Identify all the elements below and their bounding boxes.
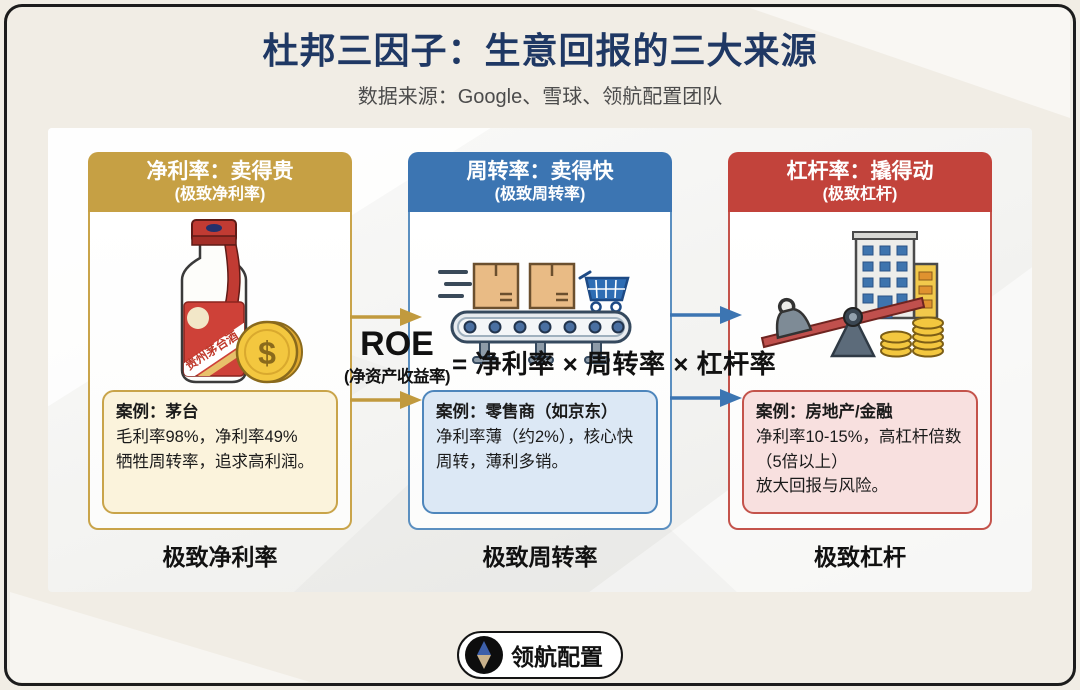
case-line: 毛利率98%，净利率49% (116, 427, 298, 446)
card-header: 杠杆率：撬得动 (极致杠杆) (728, 152, 992, 212)
page-title: 杜邦三因子：生意回报的三大来源 (262, 31, 818, 71)
background-facet (10, 592, 310, 682)
roe-note: (净资产收益率) (344, 367, 451, 386)
card-header-line1: 周转率：卖得快 (466, 160, 614, 184)
card-header: 净利率：卖得贵 (极致净利率) (88, 152, 352, 212)
card-header: 周转率：卖得快 (极致周转率) (408, 152, 672, 212)
card-header-line2: (极致杠杆) (822, 186, 898, 204)
brand-logo-diamond-icon (464, 635, 504, 675)
svg-text:$: $ (258, 335, 276, 371)
card-leverage: 杠杆率：撬得动 (极致杠杆) (728, 152, 992, 570)
case-title: 案例：房地产/金融 (756, 403, 893, 421)
blue-arrow-top-icon (670, 306, 742, 324)
case-box: 案例：房地产/金融 净利率10-15%，高杠杆倍数 （5倍以上） 放大回报与风险… (742, 390, 978, 514)
case-line: （5倍以上） (756, 452, 848, 471)
case-line: 牺牲周转率，追求高利润。 (116, 452, 314, 471)
case-title: 案例：茅台 (116, 403, 199, 421)
card-footer-label: 极致杠杆 (814, 544, 906, 570)
card-footer-label: 极致净利率 (162, 544, 278, 570)
roe-equation: = 净利率 × 周转率 × 杠杆率 (452, 349, 777, 379)
brand-logo-text: 领航配置 (511, 645, 603, 670)
case-box: 案例：零售商（如京东） 净利率薄（约2%），核心快 周转，薄利多销。 (422, 390, 658, 514)
brand-logo: 领航配置 (457, 631, 623, 679)
case-line: 净利率10-15%，高杠杆倍数 (756, 427, 962, 446)
case-line: 周转，薄利多销。 (436, 452, 568, 471)
card-header-line2: (极致净利率) (174, 186, 266, 204)
card-footer-label: 极致周转率 (482, 544, 598, 570)
card-header-line1: 杠杆率：撬得动 (786, 160, 934, 184)
card-header-line1: 净利率：卖得贵 (146, 160, 294, 184)
case-box: 案例：茅台 毛利率98%，净利率49% 牺牲周转率，追求高利润。 (102, 390, 338, 514)
card-header-line2: (极致周转率) (494, 186, 586, 204)
case-line: 净利率薄（约2%），核心快 (436, 427, 634, 446)
card-body: 贵州茅台酒 $ 案例：茅台 毛利率98%，净利率49% 牺牲周转率，追求高利润。 (88, 212, 352, 530)
case-title: 案例：零售商（如京东） (436, 403, 618, 421)
card-net-margin: 净利率：卖得贵 (极致净利率) 贵州茅台酒 (88, 152, 352, 570)
roe-block: ROE (净资产收益率) (330, 325, 464, 387)
gold-arrow-bottom-icon (350, 391, 422, 409)
case-line: 放大回报与风险。 (756, 477, 888, 496)
data-source-subtitle: 数据来源：Google、雪球、领航配置团队 (357, 86, 723, 108)
blue-arrow-bottom-icon (670, 389, 742, 407)
roe-label: ROE (360, 325, 434, 363)
moutai-bottle-and-coin-icon: 贵州茅台酒 $ (90, 212, 350, 388)
